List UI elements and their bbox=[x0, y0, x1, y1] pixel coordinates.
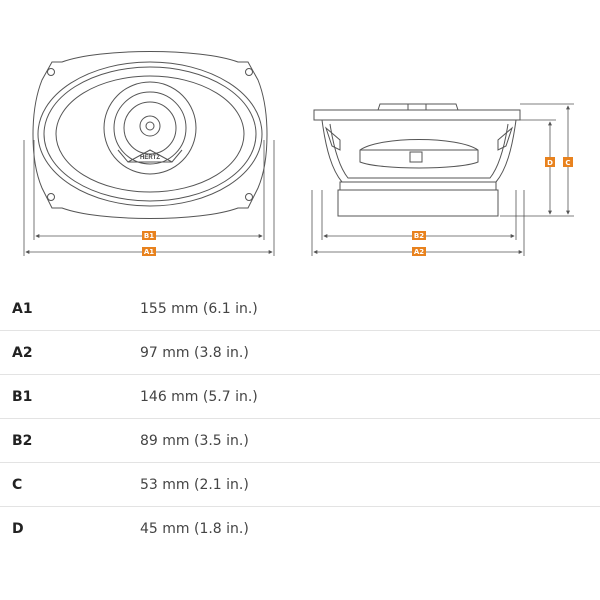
dim-tag-b1-text: B1 bbox=[144, 232, 154, 240]
speaker-dimension-drawing: HERTZ B1 A1 bbox=[23, 51, 574, 256]
spec-value: 53 mm (2.1 in.) bbox=[140, 477, 249, 493]
spec-row-d: D 45 mm (1.8 in.) bbox=[0, 507, 600, 551]
dim-tag-c bbox=[563, 157, 573, 167]
side-magnet-top bbox=[359, 139, 479, 169]
front-view bbox=[32, 51, 268, 219]
side-magnet-body bbox=[337, 189, 499, 217]
spec-label: C bbox=[12, 477, 23, 493]
side-terminal bbox=[409, 151, 423, 163]
dimensions-table: A1 155 mm (6.1 in.) A2 97 mm (3.8 in.) B… bbox=[0, 287, 600, 551]
tweeter-bridge bbox=[117, 149, 183, 163]
dim-tag-a2-text: A2 bbox=[414, 248, 424, 256]
side-basket bbox=[321, 119, 517, 183]
tweeter-center bbox=[145, 121, 155, 131]
spec-value: 155 mm (6.1 in.) bbox=[140, 301, 258, 317]
spec-label: D bbox=[12, 521, 24, 537]
side-basket-window bbox=[497, 126, 514, 151]
dim-tag-c-text: C bbox=[565, 159, 570, 167]
brand-logo: HERTZ bbox=[140, 155, 160, 161]
dim-tag-a2 bbox=[412, 247, 426, 256]
dim-tag-d-text: D bbox=[547, 159, 553, 167]
mount-hole bbox=[47, 193, 55, 201]
front-frame-outline bbox=[32, 51, 268, 219]
mount-hole bbox=[245, 193, 253, 201]
dim-tag-a1 bbox=[142, 247, 156, 256]
mount-hole bbox=[245, 68, 253, 76]
dim-tag-b2-text: B2 bbox=[414, 232, 424, 240]
mount-hole bbox=[47, 68, 55, 76]
tweeter-ring-inner bbox=[123, 101, 177, 155]
spec-row-b2: B2 89 mm (3.5 in.) bbox=[0, 419, 600, 463]
side-basket-inner bbox=[329, 123, 509, 179]
spec-value: 45 mm (1.8 in.) bbox=[140, 521, 249, 537]
spec-value: 97 mm (3.8 in.) bbox=[140, 345, 249, 361]
front-outer-oval bbox=[37, 61, 263, 207]
spec-row-c: C 53 mm (2.1 in.) bbox=[0, 463, 600, 507]
dim-tag-b2 bbox=[412, 231, 426, 240]
front-surround-oval bbox=[43, 66, 257, 202]
front-cone-oval bbox=[55, 75, 245, 193]
dim-tag-b1 bbox=[142, 231, 156, 240]
spec-row-b1: B1 146 mm (5.7 in.) bbox=[0, 375, 600, 419]
spec-row-a1: A1 155 mm (6.1 in.) bbox=[0, 287, 600, 331]
spec-value: 89 mm (3.5 in.) bbox=[140, 433, 249, 449]
dim-tag-d bbox=[545, 157, 555, 167]
spec-label: A1 bbox=[12, 301, 33, 317]
spec-label: B2 bbox=[12, 433, 33, 449]
spec-label: B1 bbox=[12, 389, 33, 405]
side-tweeter-bump bbox=[377, 103, 459, 111]
side-magnet-plate bbox=[339, 181, 497, 191]
tweeter-dome bbox=[139, 115, 161, 137]
tweeter-ring-outer bbox=[113, 91, 187, 165]
side-view bbox=[313, 103, 521, 217]
spec-label: A2 bbox=[12, 345, 33, 361]
spec-row-a2: A2 97 mm (3.8 in.) bbox=[0, 331, 600, 375]
dim-tag-a1-text: A1 bbox=[144, 248, 154, 256]
spec-value: 146 mm (5.7 in.) bbox=[140, 389, 258, 405]
side-flange bbox=[313, 109, 521, 121]
side-basket-window bbox=[324, 126, 341, 151]
woofer-dustcap-ring bbox=[103, 81, 197, 175]
